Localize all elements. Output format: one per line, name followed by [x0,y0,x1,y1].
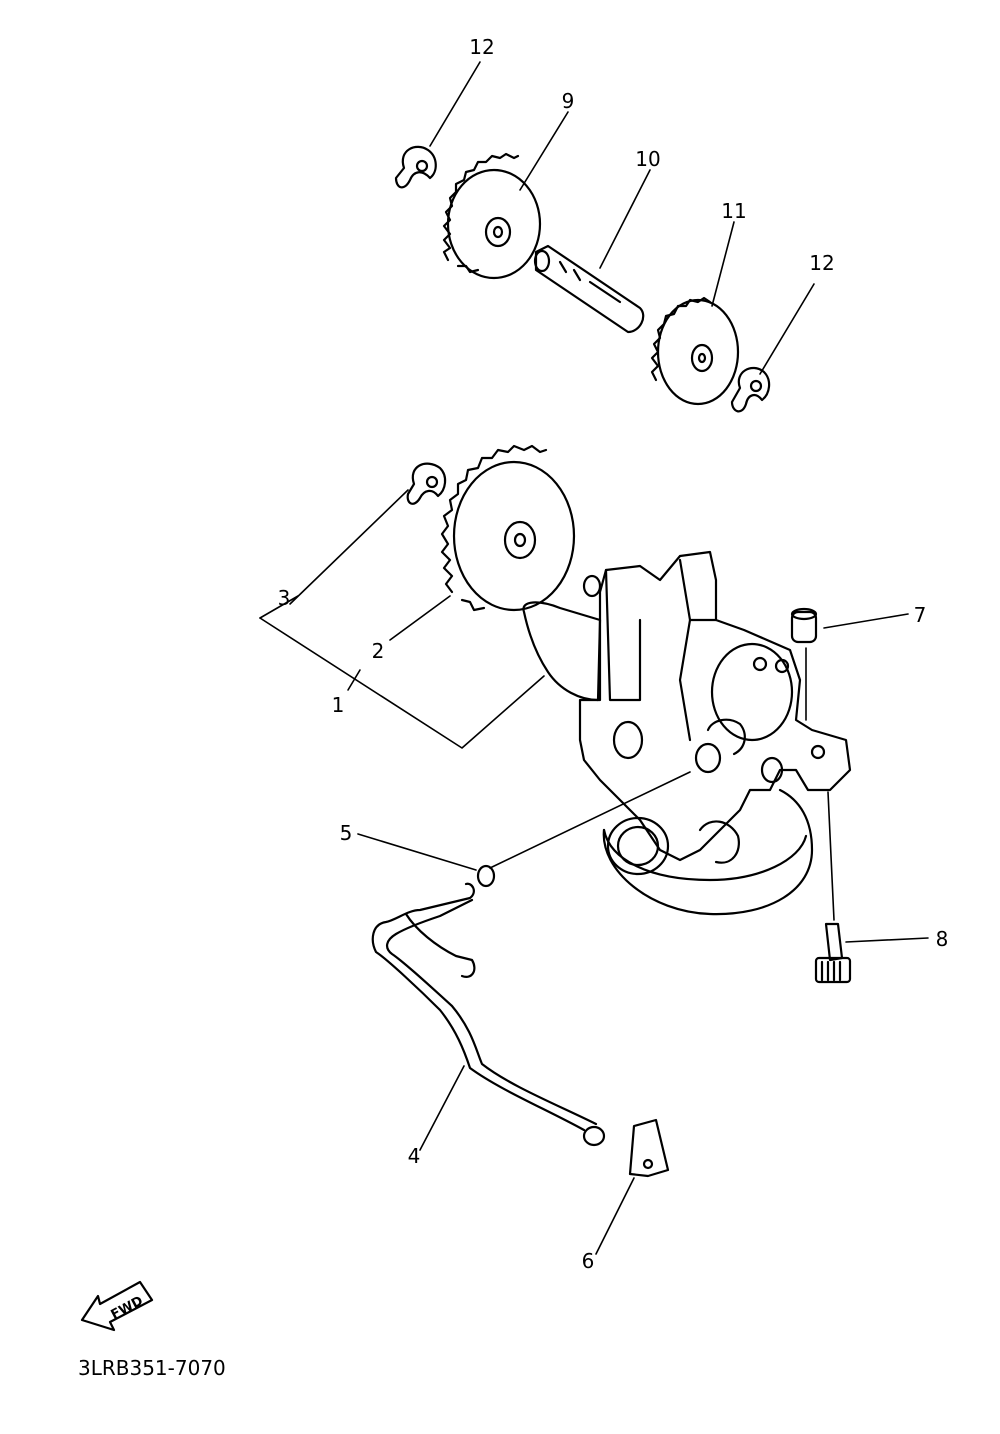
bolt-8 [814,922,852,984]
pipe-4 [371,882,606,1147]
callout-10: 10 [635,147,660,171]
callout-11: 11 [721,199,746,223]
callout-9: 9 [562,89,575,113]
callout-1: 1 [332,693,345,717]
fwd-arrow-icon [80,1280,154,1332]
gear-9 [442,152,542,280]
callout-12-upper: 12 [469,35,494,59]
fwd-label: FWD [109,1294,146,1323]
leader-lines [259,61,929,1255]
callout-2: 2 [372,639,385,663]
callout-3: 3 [278,586,291,610]
circlip-3 [406,462,447,505]
callout-8: 8 [936,927,949,951]
callout-12-right: 12 [809,251,834,275]
callout-6: 6 [582,1249,595,1273]
oil-pump-1 [522,550,852,916]
callout-7: 7 [914,603,927,627]
callout-4: 4 [408,1144,421,1168]
plate-6 [628,1118,670,1178]
callout-labels: 12 9 10 11 12 3 2 1 7 5 8 4 6 FWD [109,35,949,1323]
circlip-12-right [730,366,771,413]
dowel-7 [790,607,818,644]
circlip-12-upper [394,145,437,189]
o-ring-5 [476,864,496,888]
gear-2 [440,444,576,612]
callout-5: 5 [340,821,353,845]
gear-11 [650,296,740,406]
diagram-code: 3LRB351-7070 [78,1356,226,1380]
shaft-10 [533,244,645,334]
